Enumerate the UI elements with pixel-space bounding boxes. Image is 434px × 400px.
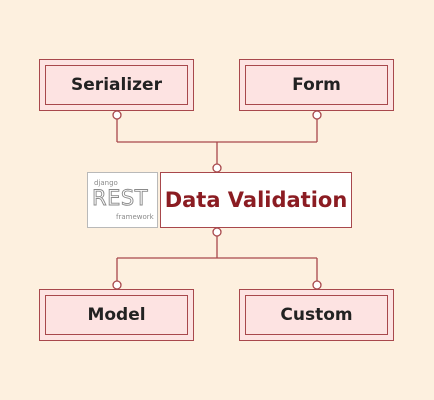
node-custom-label: Custom xyxy=(245,295,388,335)
node-custom: Custom xyxy=(239,289,394,341)
node-serializer: Serializer xyxy=(39,59,194,111)
port-model xyxy=(112,280,122,290)
logo-text-framework: framework xyxy=(116,213,154,221)
node-model-label: Model xyxy=(45,295,188,335)
port-center-top xyxy=(212,163,222,173)
node-form: Form xyxy=(239,59,394,111)
logo-text-django: django xyxy=(94,179,118,187)
port-custom xyxy=(312,280,322,290)
port-form xyxy=(312,110,322,120)
node-form-label: Form xyxy=(245,65,388,105)
node-data-validation-label: Data Validation xyxy=(164,188,348,212)
node-model: Model xyxy=(39,289,194,341)
node-data-validation: Data Validation xyxy=(160,172,352,228)
port-center-bottom xyxy=(212,227,222,237)
django-rest-framework-logo: django REST framework xyxy=(87,172,158,228)
port-serializer xyxy=(112,110,122,120)
logo-text-rest: REST xyxy=(92,186,149,211)
node-serializer-label: Serializer xyxy=(45,65,188,105)
